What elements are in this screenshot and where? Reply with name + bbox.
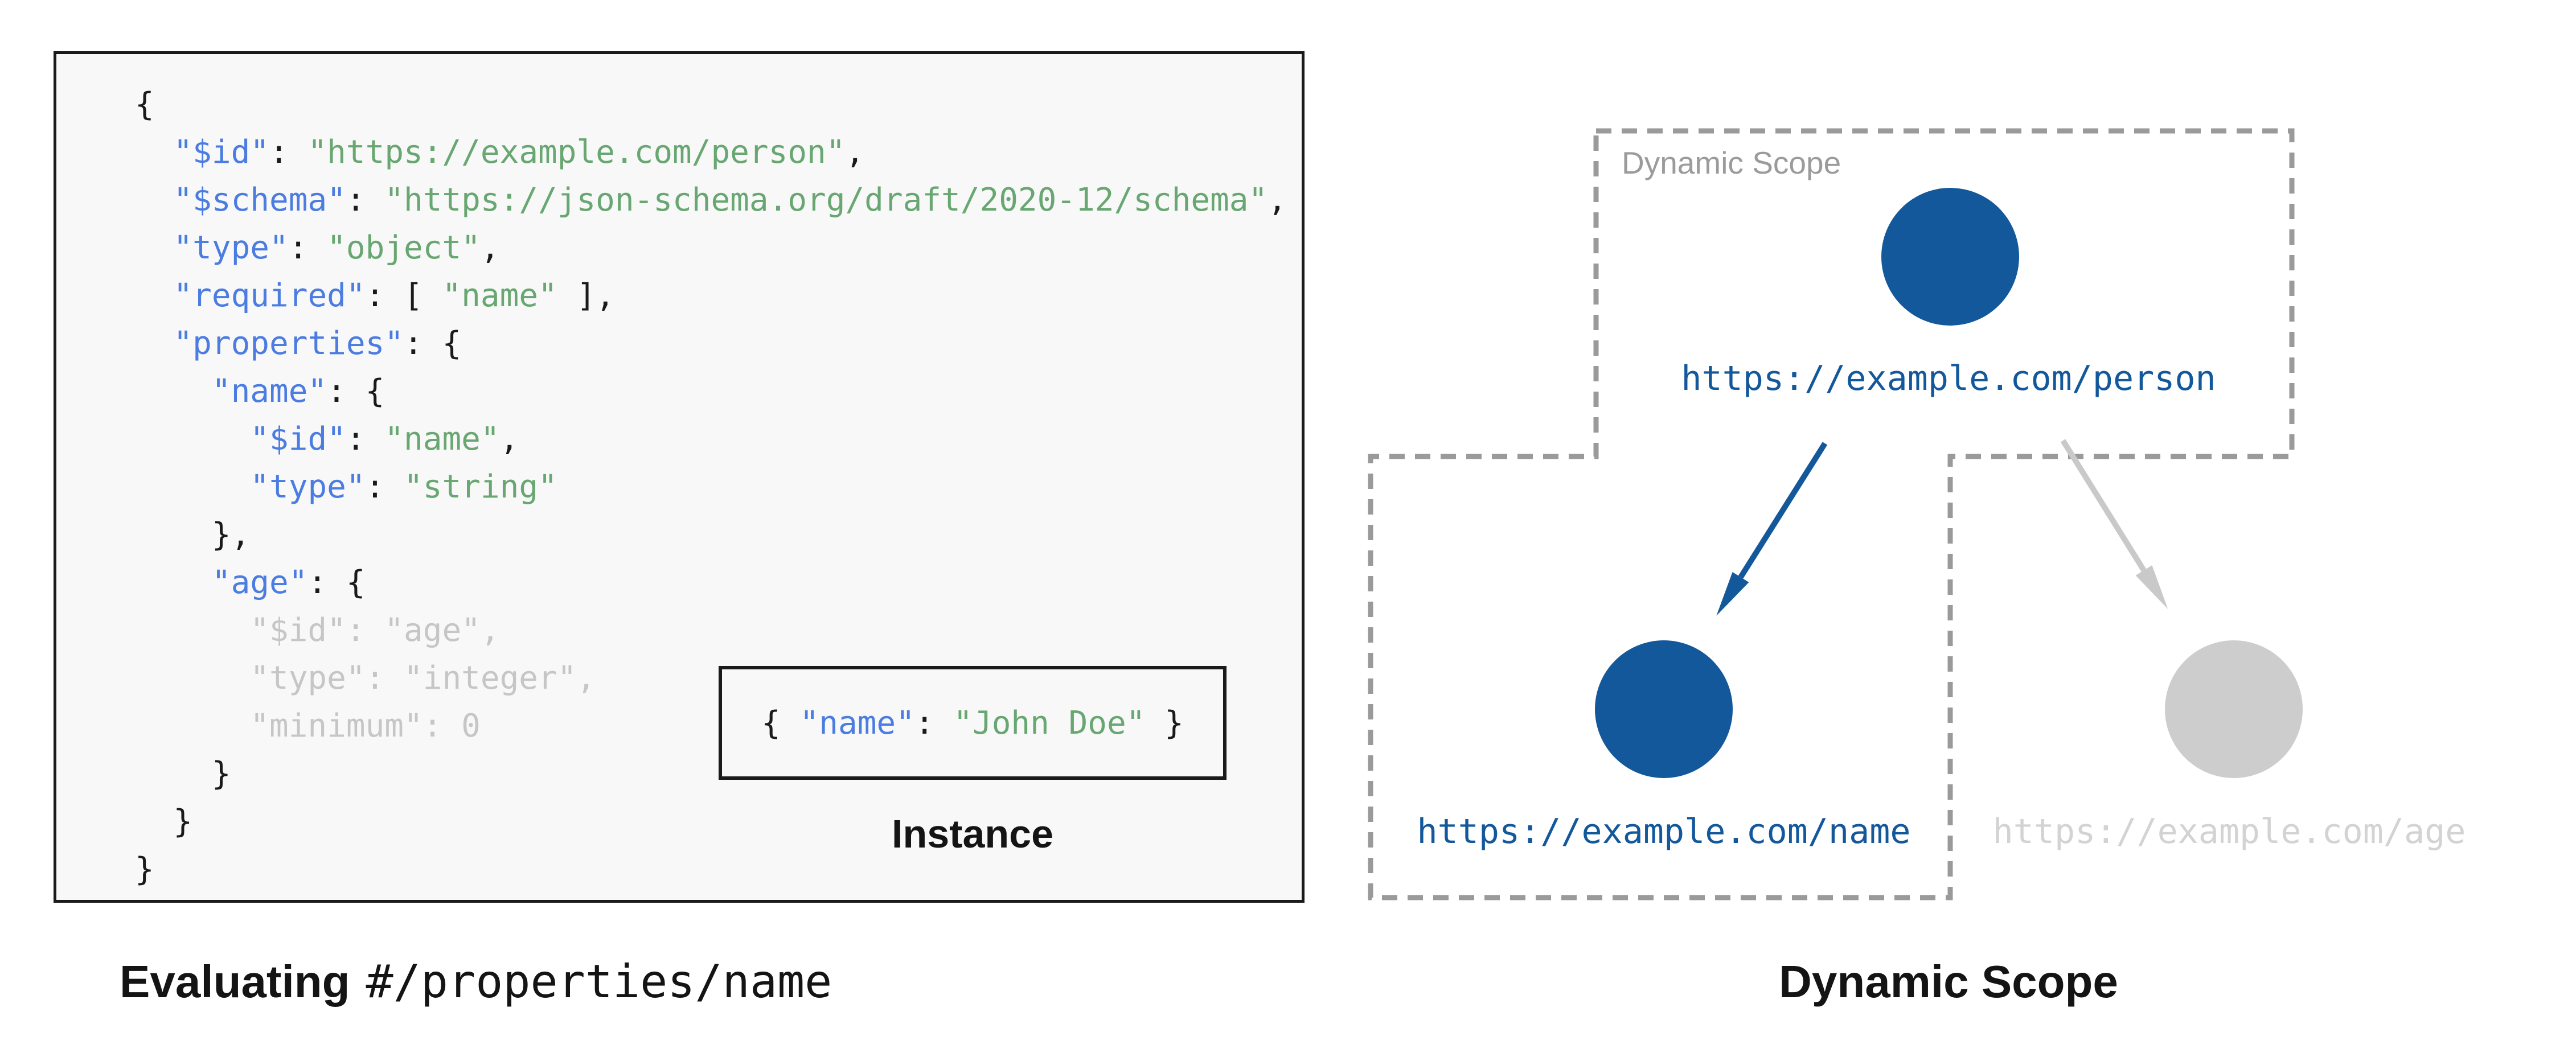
code-line: "minimum": 0 <box>135 702 1287 750</box>
code-line: "type": "string" <box>135 463 1287 511</box>
code-token: "type" <box>173 229 289 266</box>
code-line: "$id": "name", <box>135 416 1287 463</box>
age-node <box>2165 640 2303 778</box>
name-node <box>1595 640 1733 778</box>
age-node-label: https://example.com/age <box>1992 812 2466 852</box>
code-line: { <box>135 81 1287 129</box>
code-token: , <box>499 421 519 458</box>
ref-arrow-name <box>1716 442 1828 616</box>
code-line: "$id": "age", <box>135 607 1287 655</box>
code-line: } <box>135 798 1287 846</box>
ref-arrow-age <box>2060 439 2168 609</box>
code-token: : [ <box>365 277 442 314</box>
code-line: "$id": "https://example.com/person", <box>135 129 1287 176</box>
evaluating-caption: Evaluating #/properties/name <box>120 955 832 1008</box>
schema-code-block: { "$id": "https://example.com/person", "… <box>56 81 1287 894</box>
code-token: : <box>346 421 385 458</box>
code-token: : <box>269 134 308 171</box>
person-node-label: https://example.com/person <box>1681 359 2216 398</box>
code-line: } <box>135 750 1287 798</box>
code-token: : <box>365 468 404 505</box>
code-line: "name": { <box>135 368 1287 416</box>
code-token: } <box>135 803 193 840</box>
code-token: : { <box>307 564 366 601</box>
code-token: "name" <box>211 373 327 410</box>
code-token: "https://example.com/person" <box>307 134 846 171</box>
instance-json: { "name": "John Doe" } <box>761 705 1184 742</box>
code-token: "object" <box>327 229 481 266</box>
code-token: , <box>480 229 500 266</box>
code-token: "type" <box>250 468 366 505</box>
person-node <box>1881 188 2019 326</box>
code-token: : { <box>327 373 385 410</box>
code-token: "name" <box>799 704 915 742</box>
code-token: : <box>346 182 385 219</box>
code-line: } <box>135 846 1287 894</box>
code-line: "required": [ "name" ], <box>135 272 1287 320</box>
code-line: }, <box>135 511 1287 559</box>
code-token: "$id": "age", <box>135 612 500 649</box>
code-token: "type": "integer", <box>135 660 596 697</box>
code-token: "https://json-schema.org/draft/2020-12/s… <box>384 182 1268 219</box>
code-line: "$schema": "https://json-schema.org/draf… <box>135 176 1287 224</box>
code-token: "name" <box>384 421 500 458</box>
name-node-label: https://example.com/name <box>1417 812 1911 852</box>
dynamic-scope-box-label: Dynamic Scope <box>1622 145 1841 180</box>
instance-label: Instance <box>892 812 1053 856</box>
code-token: ], <box>557 277 615 314</box>
code-token: "age" <box>211 564 308 601</box>
evaluating-caption-bold: Evaluating <box>120 956 350 1007</box>
code-token: : <box>914 704 954 742</box>
code-token: } <box>1145 704 1184 742</box>
instance-box: { "name": "John Doe" } <box>719 666 1227 780</box>
code-token: "minimum": 0 <box>135 708 481 744</box>
code-token: } <box>135 851 154 888</box>
code-line: "properties": { <box>135 320 1287 368</box>
code-token: { <box>135 86 154 123</box>
code-token: , <box>1268 182 1287 219</box>
code-token: "$id" <box>173 134 270 171</box>
code-token: "required" <box>173 277 366 314</box>
code-line: "type": "integer", <box>135 655 1287 702</box>
code-token: "string" <box>404 468 557 505</box>
code-token: { <box>761 704 800 742</box>
dynamic-scope-outline <box>1368 128 2295 900</box>
code-line: "type": "object", <box>135 224 1287 272</box>
evaluating-caption-pointer: #/properties/name <box>366 955 832 1008</box>
code-token: "$schema" <box>173 182 346 219</box>
code-token: : { <box>404 325 462 362</box>
code-token: } <box>135 755 231 792</box>
code-token: "properties" <box>173 325 404 362</box>
code-token: "name" <box>442 277 557 314</box>
dynamic-scope-caption: Dynamic Scope <box>1779 956 2118 1007</box>
code-token: }, <box>135 516 251 553</box>
code-line: "age": { <box>135 559 1287 607</box>
code-token: "$id" <box>250 421 346 458</box>
code-token: "John Doe" <box>953 704 1146 742</box>
schema-code-panel: { "$id": "https://example.com/person", "… <box>54 51 1305 903</box>
code-token: : <box>288 229 327 266</box>
code-token: , <box>845 134 865 171</box>
